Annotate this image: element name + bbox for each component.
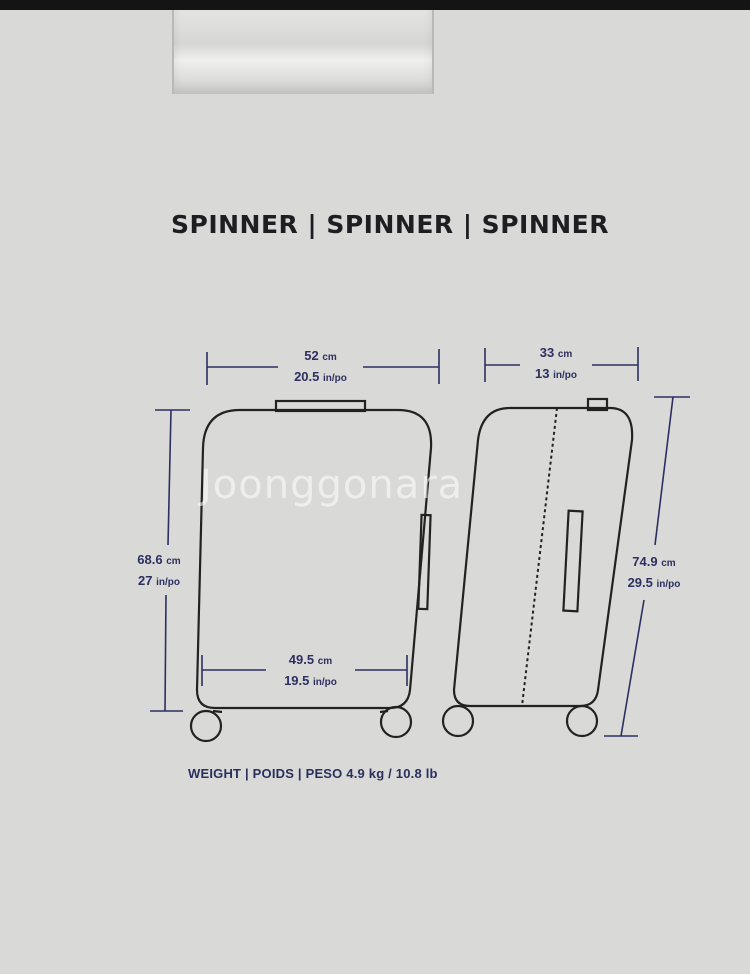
in-unit: in/po [656,579,681,590]
base-width-cm: 49.5 [288,652,315,667]
base-width-in: 19.5 [284,673,310,688]
side-depth-in: 13 [535,366,550,381]
front-height-cm: 68.6 [137,552,163,567]
packing-tape [172,10,434,94]
front-height-in: 27 [138,573,153,588]
in-unit: in/po [323,373,347,384]
cm-unit: cm [661,558,676,569]
front-wheel-left [189,709,223,743]
side-zipper-line [521,407,558,707]
total-height-in: 29.5 [627,575,653,590]
front-width-cm: 52 [304,348,319,363]
base-width-label: 49.5 cm 19.5 in/po [266,650,355,692]
front-width-label: 52 cm 20.5 in/po [278,346,363,388]
side-depth-label: 33 cm 13 in/po [520,343,592,385]
in-unit: in/po [156,577,180,588]
total-height-cm: 74.9 [632,554,658,569]
in-unit: in/po [553,370,577,381]
side-body [452,406,634,708]
total-height-label: 74.9 cm 29.5 in/po [614,552,694,594]
cm-unit: cm [166,556,181,567]
weight-label: WEIGHT | POIDS | PESO 4.9 kg / 10.8 lb [188,766,438,781]
page-title: SPINNER | SPINNER | SPINNER [171,210,609,239]
front-suitcase [189,399,433,743]
front-wheel-right [379,705,413,739]
side-handle [586,397,609,412]
side-wheel-left [441,704,475,738]
cm-unit: cm [322,352,337,363]
in-unit: in/po [313,677,337,688]
side-depth-cm: 33 [539,345,555,360]
front-width-in: 20.5 [294,369,320,384]
cm-unit: cm [557,349,573,360]
side-wheel-right [565,704,599,738]
side-suitcase [441,397,634,738]
front-side-handle [417,513,432,611]
top-dark-strip [0,0,750,10]
front-height-label: 68.6 cm 27 in/po [124,550,194,592]
dimension-lines [150,347,690,737]
cm-unit: cm [317,656,333,667]
side-grip [562,509,584,613]
